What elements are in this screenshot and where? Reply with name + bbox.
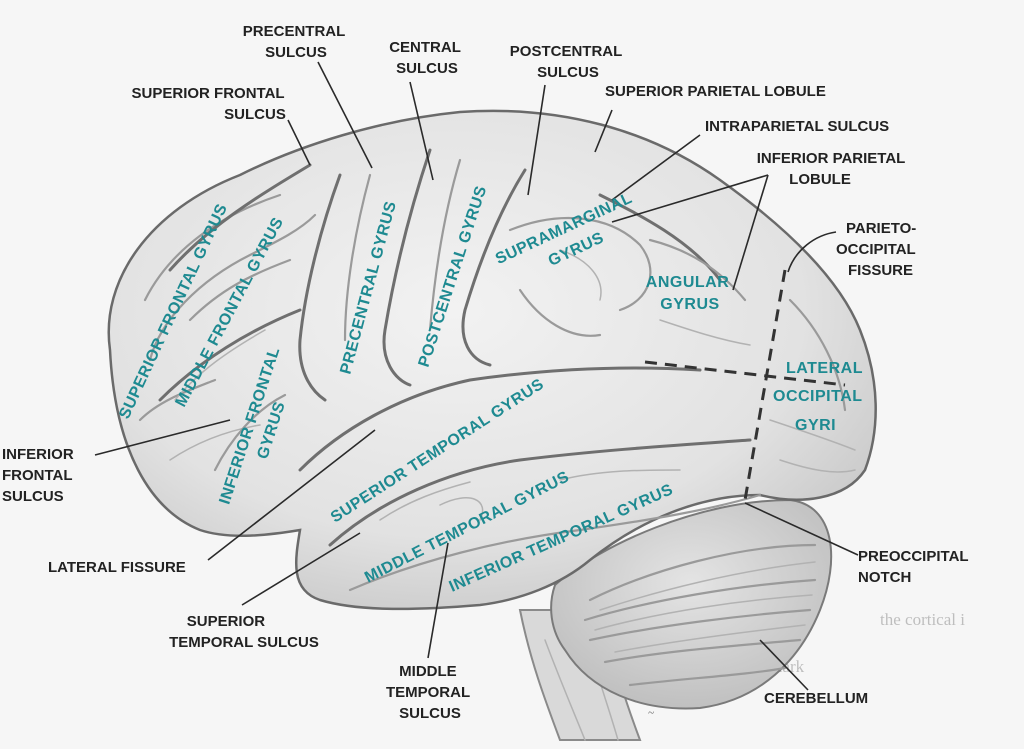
label-postcentral-sulcus: POSTCENTRAL SULCUS [510,43,626,81]
label-lateral-occipital-gyri: LATERAL OCCIPITAL GYRI [773,360,868,434]
artist-signature: ~ [648,707,654,719]
label-precentral-sulcus: PRECENTRAL SULCUS [243,23,349,61]
leader-lines [94,61,859,691]
lobe-boundary-dashes [644,269,846,501]
label-lateral-fissure: LATERAL FISSURE [48,559,186,576]
label-intraparietal-sulcus: INTRAPARIETAL SULCUS [705,118,889,135]
outside-labels: PRECENTRAL SULCUS CENTRAL SULCUS POSTCEN… [2,23,972,722]
label-angular-gyrus: ANGULAR GYRUS [646,274,734,313]
cerebellum-folia [583,543,817,687]
cerebrum-shape [107,109,877,611]
label-cerebellum: CEREBELLUM [764,690,868,707]
cerebellum-shape [550,498,833,710]
label-preoccipital-notch: PREOCCIPITAL NOTCH [858,548,972,586]
label-superior-parietal-lobule: SUPERIOR PARIETAL LOBULE [605,83,826,100]
label-parieto-occipital-fissure: PARIETO- OCCIPITAL FISSURE [836,220,920,279]
label-superior-frontal-sulcus: SUPERIOR FRONTAL SULCUS [132,85,289,123]
label-inferior-frontal-sulcus: INFERIOR FRONTAL SULCUS [2,446,78,505]
label-superior-temporal-sulcus: SUPERIOR TEMPORAL SULCUS [169,613,319,651]
cortical-folds [138,148,856,592]
label-middle-temporal-sulcus: MIDDLE TEMPORAL SULCUS [386,663,474,722]
label-central-sulcus: CENTRAL SULCUS [389,39,465,77]
label-inferior-parietal-lobule: INFERIOR PARIETAL LOBULE [757,150,910,188]
svg-text:the cortical i: the cortical i [880,610,965,629]
